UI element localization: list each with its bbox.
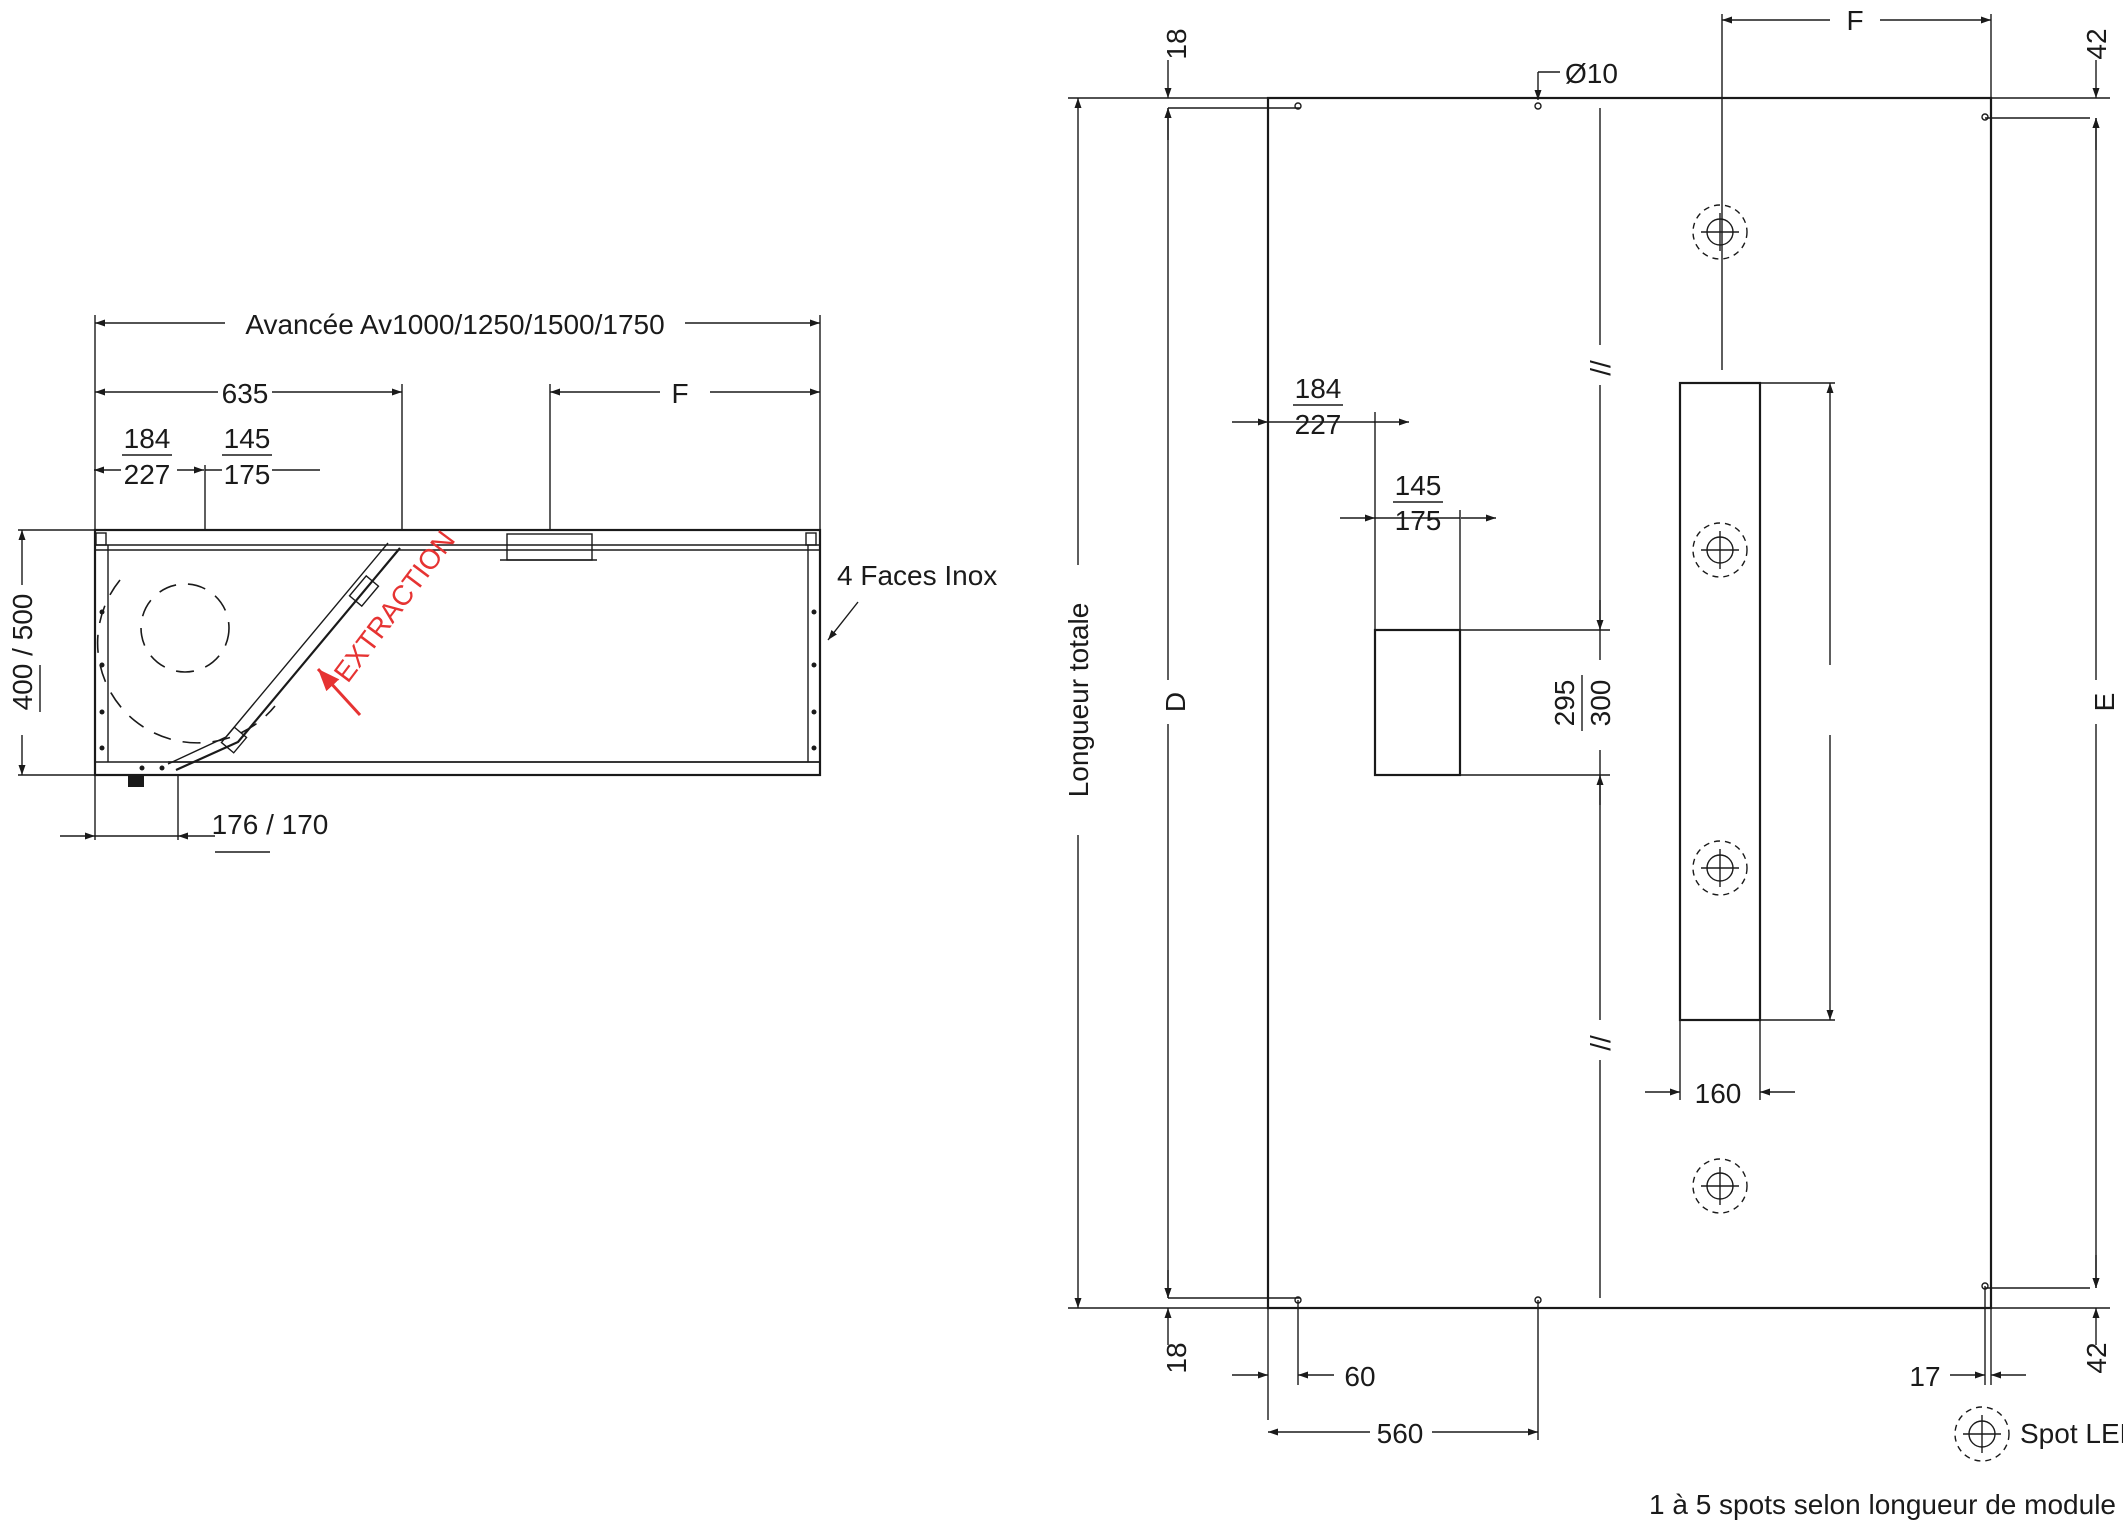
dim-total-length: Longueur totale [1060,97,1268,1309]
overall-width-label: Avancée Av1000/1250/1500/1750 [245,309,664,340]
dim-560-label: 560 [1377,1418,1424,1449]
dim-42-bottom: 42 [1985,1255,2112,1374]
spots-note: 1 à 5 spots selon longueur de module [1649,1489,2116,1520]
dim-184-right-label: 184 [1295,373,1342,404]
dim-17: 17 [1909,1286,2026,1392]
dim-227-label: 227 [124,459,171,490]
dim-560: 560 [1268,1300,1539,1450]
dim-300-label: 300 [1585,680,1616,727]
dim-175-label: 175 [224,459,271,490]
light-bar [1678,381,1838,1022]
spot-led-icon [1692,204,1748,260]
fan-outline [96,579,276,744]
bottom-label: 176 / 170 [212,809,329,840]
hole-callout: Ø10 [1294,58,1989,1304]
dim-635-label: 635 [222,378,269,409]
spot-led-icon [1692,1158,1748,1214]
extraction-filter [167,542,401,772]
dim-f-label: F [671,378,688,409]
dim-42-top-label: 42 [2081,28,2112,59]
top-connector [506,533,593,561]
spot-led-icon [1692,522,1748,578]
hood-plan-outline [1266,96,1993,1310]
dim-e: E [2078,118,2120,1288]
total-length-label: Longueur totale [1063,603,1094,798]
faces-inox-callout: 4 Faces Inox [827,560,997,641]
dim-295-300: 295 300 // // [1460,108,1618,1298]
dim-184-label: 184 [124,423,171,454]
break-mark-top: // [1585,360,1616,376]
dim-f-left: F [549,374,820,530]
dim-145-175-left: 145 175 [205,423,320,490]
dim-60-label: 60 [1344,1361,1375,1392]
dim-175-right-label: 175 [1395,505,1442,536]
spot-led-label: Spot LED [2020,1418,2123,1449]
height-label: 400 / 500 [7,594,38,711]
dim-160-label: 160 [1695,1078,1742,1109]
break-mark-bottom: // [1585,1035,1616,1051]
dim-227-right-label: 227 [1295,409,1342,440]
dim-295-label: 295 [1549,680,1580,727]
plan-view: F 18 42 Ø10 [1060,2,2120,1450]
dim-145-label: 145 [224,423,271,454]
dim-18-top-label: 18 [1161,28,1192,59]
dim-42-bottom-label: 42 [2081,1342,2112,1373]
dim-160: 160 [1645,1020,1795,1109]
dim-145-175-right: 145 175 [1340,470,1496,630]
dim-184-227-left: 184 227 [94,423,206,530]
dim-bottom-left: 176 / 170 [60,775,329,853]
dim-f-right-label: F [1846,5,1863,36]
dim-635: 635 [95,374,403,530]
dim-height-left: 400 / 500 [7,529,95,776]
screw-dots [99,609,817,787]
exhaust-box [1373,628,1462,777]
spot-led-icon [1692,840,1748,896]
dim-184-227-right: 184 227 [1232,373,1409,630]
side-section-view: Avancée Av1000/1250/1500/1750 635 F 184 … [7,305,997,853]
faces-inox-label: 4 Faces Inox [837,560,997,591]
dim-d-label: D [1160,692,1191,712]
hole-label: Ø10 [1565,58,1618,89]
spot-led-icon [1954,1406,2010,1462]
dim-d: D [1150,108,1191,1298]
dim-18-bottom: 18 [1161,1270,1300,1374]
dim-145-right-label: 145 [1395,470,1442,501]
dim-18-top: 18 [1161,28,1300,140]
dim-f-right: F [1721,2,1992,370]
dim-60: 60 [1232,1300,1376,1420]
dim-17-label: 17 [1909,1361,1940,1392]
dim-18-bottom-label: 18 [1161,1342,1192,1373]
dim-overall-width: Avancée Av1000/1250/1500/1750 [94,305,821,530]
legend: Spot LED 1 à 5 spots selon longueur de m… [1649,1406,2123,1520]
hood-body [93,528,822,777]
dim-e-label: E [2089,693,2120,712]
dim-42-top: 42 [1985,28,2112,150]
